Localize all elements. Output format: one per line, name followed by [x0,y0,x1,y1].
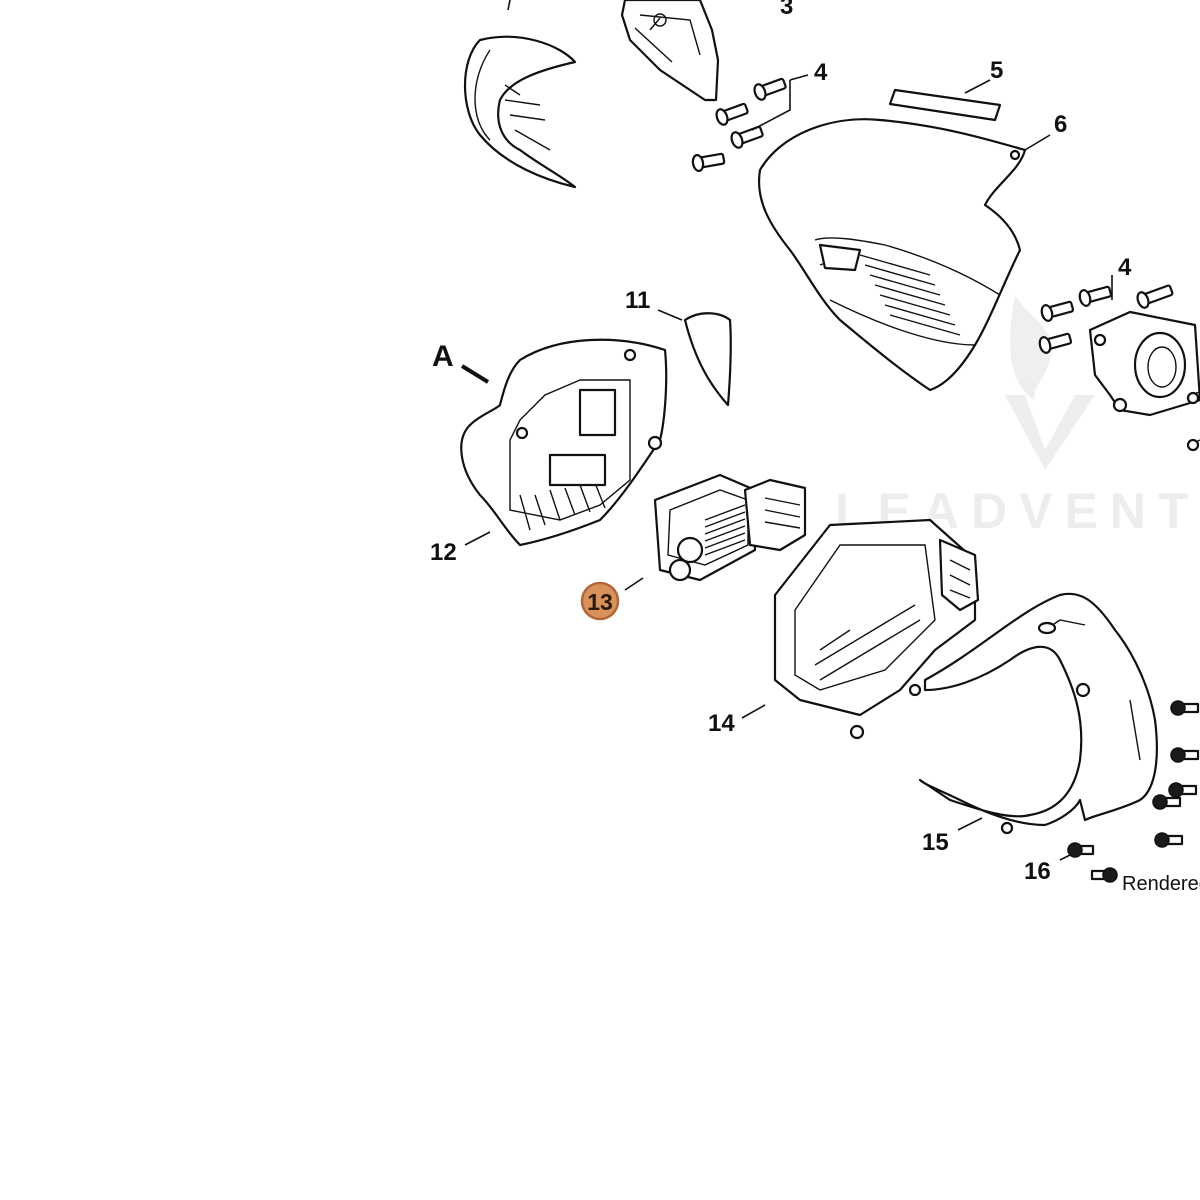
callout-11: 11 [625,287,650,314]
part-15-handle-frame [918,592,1158,835]
view-a-indicator [460,364,490,384]
callout-view-a: A [432,340,454,373]
watermark-logo: LEADVENTU [835,295,1200,539]
callout-12: 12 [430,539,457,566]
callout-5: 5 [990,57,1003,84]
part-12-left-housing [460,338,668,547]
part-visor-top-left [464,0,577,189]
bearing-housing-right [1088,310,1200,452]
callout-4-right: 4 [1118,254,1132,281]
part-5-label-strip [888,79,1002,122]
rendered-caption: Rendered [1122,873,1200,895]
part-14-main-housing [741,518,980,740]
callout-15: 15 [922,829,949,856]
callout-13-highlighted[interactable]: 13 [580,581,620,621]
callout-13: 13 [587,589,613,615]
screws-group-16 [1059,700,1200,883]
part-11-small-cover [657,309,732,407]
callout-16: 16 [1024,858,1051,885]
callout-3: 3 [780,0,793,20]
part-6-upper-housing [757,118,1051,392]
screws-group-4-right [1038,275,1174,354]
callout-4-top: 4 [814,59,828,86]
callout-14: 14 [708,710,735,737]
part-3-bracket [620,0,720,102]
screws-group-4-top [691,74,809,173]
callout-6: 6 [1054,111,1067,138]
part-13-controller-module [624,473,807,591]
